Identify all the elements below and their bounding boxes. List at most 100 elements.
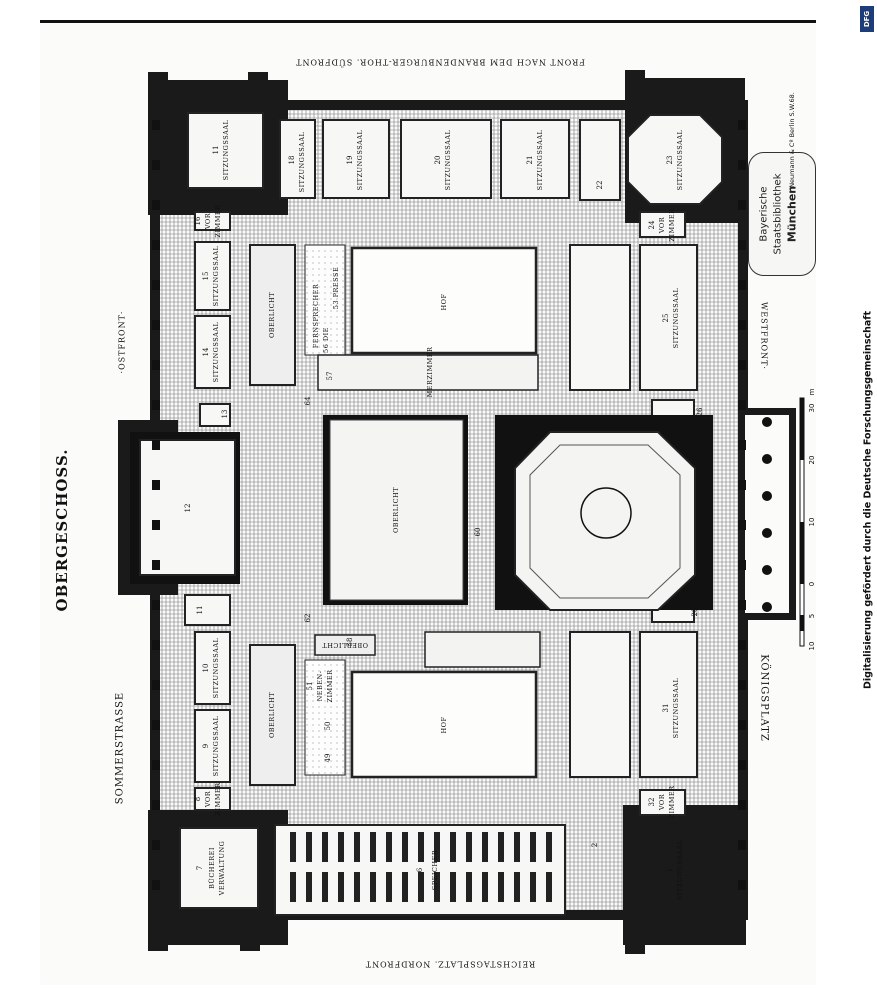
room-51-label: NEBEN- (316, 670, 324, 702)
facade-pier (152, 440, 160, 450)
facade-pier (738, 440, 746, 450)
bench (514, 832, 520, 862)
bench (450, 832, 456, 862)
bench (418, 832, 424, 862)
room-24-number: 24 (648, 220, 656, 230)
facade-pier (738, 360, 746, 370)
room-14-number: 14 (202, 347, 210, 357)
facade-pier (152, 560, 160, 570)
rooms-west-wing (569, 211, 698, 816)
facade-pier (738, 720, 746, 730)
room-60-number: 60 (474, 527, 482, 537)
room-55-label: FERNSPRECHER (312, 283, 320, 349)
room-24-label: VOR (658, 216, 666, 234)
bench (338, 832, 344, 862)
portico-column (762, 417, 772, 427)
label-koenigsplatz: KÖNIGSPLATZ (758, 654, 770, 742)
room-32-label: VOR (658, 793, 666, 811)
room-28-number: 28 (691, 607, 699, 617)
room-6-label: SPEICHER (431, 849, 439, 891)
facade-piers (152, 120, 746, 890)
facade-pier (738, 480, 746, 490)
oberlicht-center-label: OBERLICHT (392, 486, 400, 534)
bench (322, 872, 328, 902)
scale-tick-10b: 10 (808, 641, 816, 651)
scale-bar (799, 397, 805, 647)
facade-pier (738, 200, 746, 210)
bench (322, 832, 328, 862)
room-1-number: 1 (666, 867, 674, 873)
facade-pier (152, 760, 160, 770)
facade-pier (152, 400, 160, 410)
portico-columns (762, 417, 772, 612)
facade-pier (738, 840, 746, 850)
bench (514, 872, 520, 902)
facade-pier (152, 320, 160, 330)
dfg-logo-text: DFG (863, 10, 871, 28)
bench (290, 832, 296, 862)
facade-pier (152, 720, 160, 730)
room-53-label: 53 PRESSE (332, 266, 340, 310)
dfg-logo: DFG (860, 6, 874, 32)
bench (530, 872, 536, 902)
oberlicht-east-south-label: OBERLICHT (268, 691, 276, 739)
courtyards (304, 244, 541, 779)
room-23-label: SITZUNGSSAAL (676, 129, 684, 191)
room-22-number: 22 (596, 180, 604, 190)
bench (482, 872, 488, 902)
room-49-number: 49 (324, 753, 332, 763)
portico-column (762, 602, 772, 612)
bench (370, 832, 376, 862)
stamp-line-2: Staatsbibliothek (772, 173, 784, 255)
room-18-number: 18 (288, 155, 296, 165)
facade-pier (738, 280, 746, 290)
room-23-number: 23 (666, 155, 674, 165)
bench (434, 832, 440, 862)
room-16-label: VOR (204, 212, 212, 230)
facade-pier (152, 600, 160, 610)
room-8-number: 8 (194, 796, 202, 802)
room-11b-number: 11 (196, 605, 204, 615)
room-50-number: 50 (324, 721, 332, 731)
room-10-number: 10 (202, 663, 210, 673)
facade-pier (738, 400, 746, 410)
plan-sheet: OBERGESCHOSS. SOMMERSTRASSE ·OSTFRONT· W… (40, 20, 816, 985)
bench (402, 872, 408, 902)
stamp-line-1: Bayerische (758, 186, 770, 242)
label-suedfront: FRONT NACH DEM BRANDENBURGER-THOR. SÜDFR… (295, 57, 585, 67)
room-21-number: 21 (526, 155, 534, 165)
room-32-label-2: ZIMMER (668, 785, 676, 819)
rooms-east-wing (139, 211, 259, 909)
room-57-number: 57 (326, 371, 334, 381)
room-56-label: 56 DIE (322, 327, 330, 353)
facade-pier (738, 320, 746, 330)
room-13-number: 13 (221, 409, 229, 419)
portico-column (762, 454, 772, 464)
facade-pier (152, 240, 160, 250)
bench (354, 832, 360, 862)
room-16-label-2: ZIMMER (214, 204, 222, 238)
bench (466, 872, 472, 902)
room-21-label: SITZUNGSSAAL (536, 129, 544, 191)
facade-pier (152, 480, 160, 490)
bench (434, 872, 440, 902)
room-12-number: 12 (184, 503, 192, 513)
room-6-number: 6 (416, 867, 424, 873)
room-31-label: SITZUNGSSAAL (672, 677, 680, 739)
bench (482, 832, 488, 862)
room-19-number: 19 (346, 155, 354, 165)
bench (370, 872, 376, 902)
facade-pier (152, 200, 160, 210)
plan-title: OBERGESCHOSS. (53, 448, 71, 612)
facade-pier (152, 160, 160, 170)
bench (466, 832, 472, 862)
street-sommerstrasse: SOMMERSTRASSE (114, 691, 126, 805)
facade-pier (152, 640, 160, 650)
room-20-label: SITZUNGSSAAL (444, 129, 452, 191)
room-7-label: BÜCHEREI (208, 847, 216, 889)
bench (354, 872, 360, 902)
bench (498, 872, 504, 902)
bench-rows (290, 832, 552, 902)
portico-column (762, 528, 772, 538)
facade-pier (152, 120, 160, 130)
